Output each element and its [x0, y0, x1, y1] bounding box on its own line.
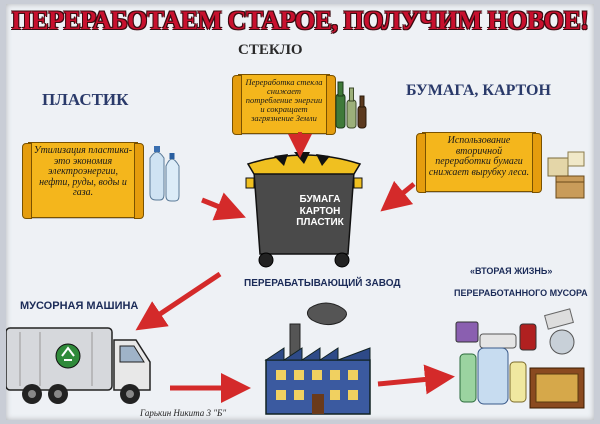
arrow-plastic-to-bin	[201, 192, 246, 221]
factory-illustration	[264, 302, 371, 415]
cardboard-boxes-illustration	[547, 151, 585, 199]
bin-label: БУМАГА КАРТОН ПЛАСТИК	[294, 194, 346, 229]
recycling-poster: ПЕРЕРАБОТАЕМ СТАРОЕ, ПОЛУЧИМ НОВОЕ! СТЕК…	[6, 4, 594, 420]
paper-note: Использование вторичной переработки бума…	[416, 132, 542, 193]
bin-line-cardboard: КАРТОН	[299, 205, 341, 217]
arrow-factory-to-products	[377, 364, 455, 395]
glass-label: СТЕКЛО	[238, 42, 303, 58]
arrows-layer	[135, 132, 455, 403]
plastic-label: ПЛАСТИК	[42, 90, 129, 109]
glass-note: Переработка стекла снижает потребление э…	[232, 74, 336, 135]
paper-label: БУМАГА, КАРТОН	[406, 82, 551, 99]
plastic-note-text: Утилизация пластика-это экономия электро…	[33, 145, 133, 198]
bin-line-plastic: ПЛАСТИК	[296, 217, 344, 228]
garbage-truck-illustration	[6, 327, 151, 404]
glass-bottles-illustration	[335, 81, 367, 129]
arrow-plant-to-truck	[135, 271, 222, 331]
author-signature: Гарькин Никита 3 "Б"	[140, 408, 227, 418]
recycling-bin-illustration	[245, 152, 363, 268]
truck-label: МУСОРНАЯ МАШИНА	[20, 300, 139, 312]
second-life-subtitle: ПЕРЕРАБОТАННОГО МУСОРА	[454, 288, 588, 298]
plastic-note: Утилизация пластика-это экономия электро…	[22, 142, 144, 219]
arrow-paper-to-bin	[380, 180, 416, 212]
bin-line-paper: БУМАГА	[299, 194, 341, 205]
second-life-title: «ВТОРАЯ ЖИЗНЬ»	[470, 266, 553, 276]
glass-note-text: Переработка стекла снижает потребление э…	[245, 77, 323, 123]
poster-title: ПЕРЕРАБОТАЕМ СТАРОЕ, ПОЛУЧИМ НОВОЕ!	[11, 6, 589, 35]
paper-note-text: Использование вторичной переработки бума…	[428, 135, 530, 178]
plant-label: ПЕРЕРАБАТЫВАЮЩИЙ ЗАВОД	[244, 278, 401, 289]
plastic-bottles-illustration	[149, 146, 180, 202]
recycled-products-illustration	[455, 308, 585, 409]
